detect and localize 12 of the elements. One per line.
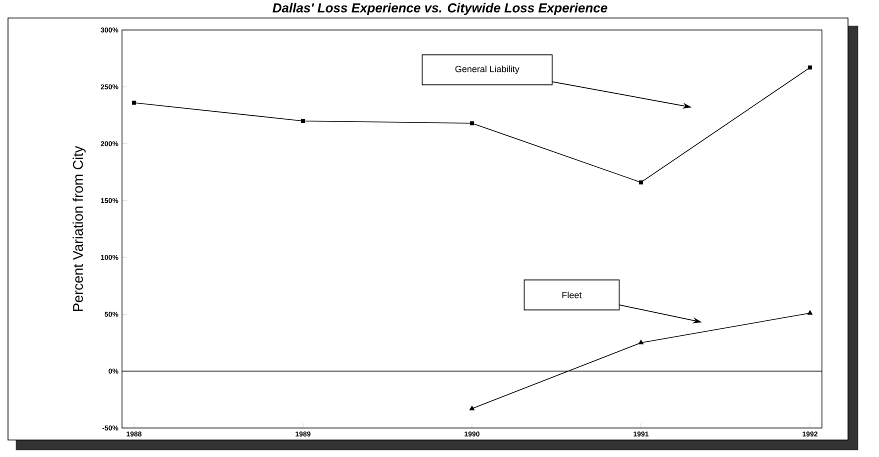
point [469, 406, 474, 410]
axis-title: Percent Variation from City [72, 146, 86, 311]
point [470, 121, 474, 126]
label-box: General Liability [422, 54, 553, 86]
chart-title: Dallas' Loss Experience vs. Citywide Loss Experience [272, 2, 608, 16]
point [808, 66, 812, 70]
point [807, 310, 812, 315]
label-box: Fleet [524, 280, 620, 310]
point [638, 340, 644, 344]
point [300, 118, 305, 123]
point [132, 100, 136, 105]
point [638, 180, 643, 184]
